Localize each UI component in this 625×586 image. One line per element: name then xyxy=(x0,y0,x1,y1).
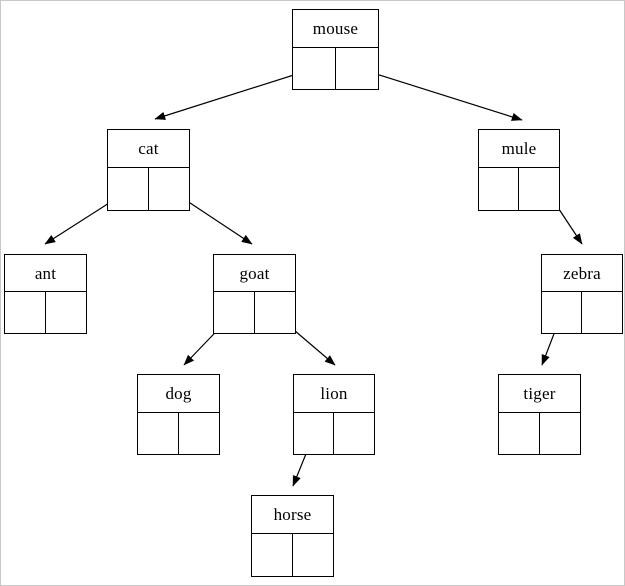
right-pointer-cell-lion[interactable] xyxy=(334,413,374,454)
tree-node-goat[interactable]: goat xyxy=(213,254,296,334)
left-pointer-cell-tiger[interactable] xyxy=(499,412,540,454)
node-pointers-goat xyxy=(214,292,295,333)
left-pointer-cell-zebra[interactable] xyxy=(542,292,582,333)
tree-node-mouse[interactable]: mouse xyxy=(292,9,379,90)
right-pointer-cell-goat[interactable] xyxy=(255,292,296,333)
node-pointers-cat xyxy=(108,168,189,210)
tree-node-zebra[interactable]: zebra xyxy=(541,254,623,334)
right-pointer-cell-zebra[interactable] xyxy=(582,292,622,333)
node-label-zebra: zebra xyxy=(542,255,622,293)
node-label-mule: mule xyxy=(479,130,559,169)
tree-edge-mouse-mule xyxy=(353,66,523,121)
tree-node-ant[interactable]: ant xyxy=(4,254,87,334)
left-pointer-cell-lion[interactable] xyxy=(294,412,334,454)
node-pointers-tiger xyxy=(499,412,581,454)
left-pointer-cell-cat[interactable] xyxy=(108,168,149,210)
right-pointer-cell-horse[interactable] xyxy=(293,534,334,576)
node-label-mouse: mouse xyxy=(293,10,378,48)
left-pointer-cell-ant[interactable] xyxy=(5,292,46,333)
tree-node-lion[interactable]: lion xyxy=(293,374,375,455)
left-pointer-cell-horse[interactable] xyxy=(252,534,293,576)
tree-node-mule[interactable]: mule xyxy=(478,129,560,211)
right-pointer-cell-tiger[interactable] xyxy=(540,413,581,454)
right-pointer-cell-dog[interactable] xyxy=(179,413,220,454)
node-label-dog: dog xyxy=(138,375,219,413)
node-pointers-zebra xyxy=(542,292,622,333)
node-pointers-dog xyxy=(138,412,220,454)
node-pointers-horse xyxy=(252,534,333,576)
left-pointer-cell-goat[interactable] xyxy=(214,292,255,333)
node-pointers-ant xyxy=(5,292,86,333)
node-label-tiger: tiger xyxy=(499,375,580,413)
right-pointer-cell-mouse[interactable] xyxy=(336,48,379,89)
left-pointer-cell-mouse[interactable] xyxy=(293,47,336,89)
node-label-cat: cat xyxy=(108,130,189,169)
node-label-goat: goat xyxy=(214,255,295,293)
node-pointers-lion xyxy=(294,412,374,454)
tree-node-cat[interactable]: cat xyxy=(107,129,190,211)
tree-node-dog[interactable]: dog xyxy=(137,374,220,455)
left-pointer-cell-mule[interactable] xyxy=(479,168,519,210)
node-label-horse: horse xyxy=(252,496,333,535)
node-pointers-mule xyxy=(479,168,559,210)
node-label-lion: lion xyxy=(294,375,374,413)
tree-node-tiger[interactable]: tiger xyxy=(498,374,581,455)
tree-node-horse[interactable]: horse xyxy=(251,495,334,577)
node-pointers-mouse xyxy=(293,47,379,89)
right-pointer-cell-ant[interactable] xyxy=(46,292,87,333)
node-label-ant: ant xyxy=(5,255,86,293)
right-pointer-cell-mule[interactable] xyxy=(519,168,559,210)
right-pointer-cell-cat[interactable] xyxy=(149,168,190,210)
left-pointer-cell-dog[interactable] xyxy=(138,412,179,454)
